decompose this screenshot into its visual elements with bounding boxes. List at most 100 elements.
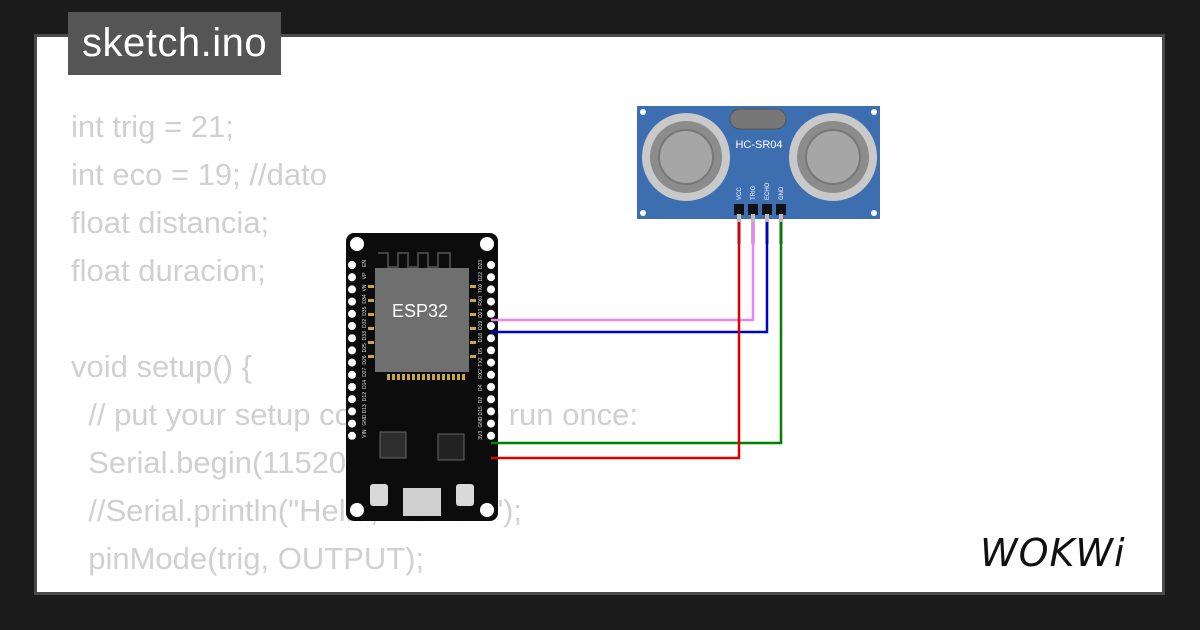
esp32-pin-label: D33 xyxy=(362,331,368,340)
esp32-pin-label: D4 xyxy=(478,384,484,391)
esp32-pin-d21[interactable] xyxy=(487,309,495,318)
esp32-pin-rx0[interactable] xyxy=(487,297,495,306)
esp32-pin-label: D14 xyxy=(362,380,368,389)
esp32-pin-vn[interactable] xyxy=(348,285,356,294)
esp32-pin-label: D15 xyxy=(478,406,484,415)
sensor-pin-vcc[interactable] xyxy=(734,204,744,215)
transducer-left xyxy=(642,113,730,201)
sensor-pin-echo[interactable] xyxy=(762,204,772,215)
chip-pad xyxy=(470,341,476,344)
esp32-pin-rx2[interactable] xyxy=(487,370,495,379)
esp32-pin-label: D2 xyxy=(478,397,484,404)
chip-pad xyxy=(470,313,476,316)
wires xyxy=(491,222,783,460)
esp32-pin-label: D32 xyxy=(362,319,368,328)
code-line: pinMode(trig, OUTPUT); xyxy=(71,541,425,576)
esp32-pin-label: VP xyxy=(362,272,368,279)
esp32-pin-label: TX2 xyxy=(478,357,484,366)
sensor-pin-trig[interactable] xyxy=(748,204,758,215)
chip-pad xyxy=(452,374,455,380)
chip-pad xyxy=(432,374,435,380)
esp32-pin-d33[interactable] xyxy=(348,334,356,343)
esp32-pin-label: D25 xyxy=(362,343,368,352)
esp32-pin-label: D13 xyxy=(362,404,368,413)
code-line: int eco = 19; //dato xyxy=(71,157,327,192)
chip-pad xyxy=(387,374,390,380)
esp32-board[interactable]: ESP32 ENVPVND34D35D32D33D25D26D27D14D12D… xyxy=(346,233,498,521)
esp32-pin-label: D27 xyxy=(362,367,368,376)
esp32-pin-label: GND xyxy=(478,416,484,428)
esp32-pin-tx0[interactable] xyxy=(487,285,495,294)
chip-pad xyxy=(462,374,465,380)
sensor-pin-gnd[interactable] xyxy=(776,204,786,215)
chip-pad xyxy=(368,313,374,316)
esp32-pin-en[interactable] xyxy=(348,261,356,269)
esp32-pin-label: D23 xyxy=(478,260,484,269)
sensor-label: HC-SR04 xyxy=(735,139,782,151)
esp32-pin-vp[interactable] xyxy=(348,273,356,282)
chip-pad xyxy=(470,355,476,358)
chip-pad xyxy=(368,355,374,358)
esp32-pin-d13[interactable] xyxy=(348,407,356,416)
esp32-pin-d35[interactable] xyxy=(348,309,356,318)
chip-pad xyxy=(437,374,440,380)
chip-pad xyxy=(368,299,374,302)
esp32-pin-d23[interactable] xyxy=(487,261,495,269)
esp32-pin-label: RX2 xyxy=(478,369,484,379)
esp32-pin-d5[interactable] xyxy=(487,346,495,355)
esp32-pin-d34[interactable] xyxy=(348,297,356,306)
esp32-pin-d26[interactable] xyxy=(348,358,356,367)
chip-pad xyxy=(417,374,420,380)
esp32-pin-d32[interactable] xyxy=(348,322,356,330)
esp32-pin-d22[interactable] xyxy=(487,273,495,282)
esp32-pin-label: D12 xyxy=(362,392,368,401)
chip-pad xyxy=(412,374,415,380)
esp32-pin-d4[interactable] xyxy=(487,383,495,391)
esp32-pin-vin[interactable] xyxy=(348,431,356,440)
chip-pad xyxy=(392,374,395,380)
en-button[interactable] xyxy=(370,484,388,506)
esp32-pin-label: EN xyxy=(362,260,368,267)
gnd-wire[interactable] xyxy=(491,222,783,445)
chip-pad xyxy=(470,327,476,330)
esp32-pin-d25[interactable] xyxy=(348,346,356,355)
esp32-pin-label: RX0 xyxy=(478,296,484,306)
esp32-pin-d19[interactable] xyxy=(487,322,495,330)
esp32-pin-d15[interactable] xyxy=(487,407,495,416)
esp32-pin-gnd[interactable] xyxy=(487,419,495,428)
chip-pad xyxy=(470,299,476,302)
esp32-pin-d27[interactable] xyxy=(348,370,356,379)
chip-pad xyxy=(402,374,405,380)
esp32-pin-d12[interactable] xyxy=(348,395,356,404)
preview-card xyxy=(34,34,1165,595)
boot-button[interactable] xyxy=(456,484,474,506)
antenna-trace xyxy=(378,252,451,269)
esp32-pin-label: TX0 xyxy=(478,284,484,293)
esp32-pin-label: D21 xyxy=(478,308,484,317)
esp32-pin-gnd[interactable] xyxy=(348,419,356,428)
trig-wire[interactable] xyxy=(491,222,755,322)
esp32-pin-label: D5 xyxy=(478,348,484,355)
echo-wire[interactable] xyxy=(491,222,769,334)
usb-port xyxy=(403,488,441,516)
esp32-pin-d18[interactable] xyxy=(487,334,495,343)
esp32-pin-label: D35 xyxy=(362,306,368,315)
esp32-pin-label: 3V3 xyxy=(478,431,484,440)
esp32-pin-label: D26 xyxy=(362,355,368,364)
sensor-pin-label: ECHO xyxy=(765,182,771,200)
esp32-pin-label: GND xyxy=(362,414,368,426)
chip-pad xyxy=(447,374,450,380)
esp32-pin-label: D34 xyxy=(362,294,368,303)
esp32-pin-d14[interactable] xyxy=(348,383,356,391)
chip-pad xyxy=(457,374,460,380)
esp32-label: ESP32 xyxy=(392,301,448,321)
esp32-pin-tx2[interactable] xyxy=(487,358,495,367)
esp32-pin-d2[interactable] xyxy=(487,395,495,404)
sensor-pin-label: GND xyxy=(779,186,785,200)
code-line: int trig = 21; xyxy=(71,109,234,144)
sketch-filename[interactable]: sketch.ino xyxy=(68,12,282,75)
esp32-pin-3v3[interactable] xyxy=(487,431,495,440)
vcc-wire[interactable] xyxy=(491,222,741,460)
